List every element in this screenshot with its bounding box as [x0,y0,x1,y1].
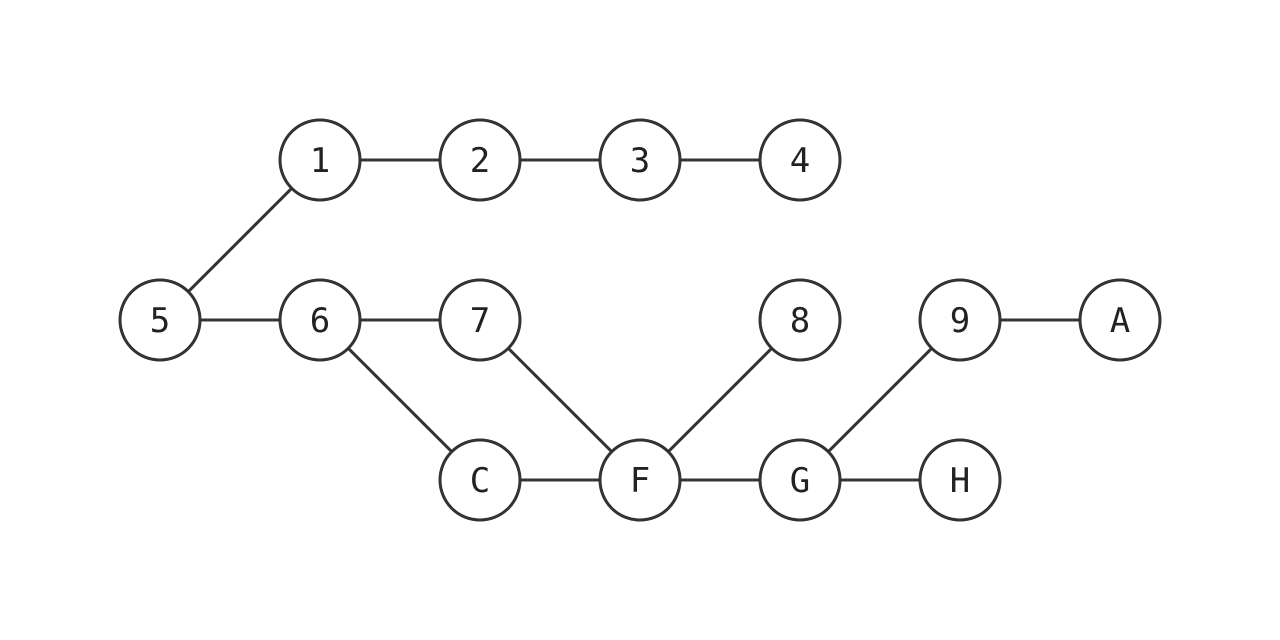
node-5: 5 [118,278,202,362]
edge-F-8 [667,347,773,453]
node-label: G [790,461,810,501]
node-3: 3 [598,118,682,202]
node-circle [278,118,362,202]
node-label: 4 [790,141,810,181]
node-label: A [1110,301,1130,341]
node-label: 9 [950,301,970,341]
node-G: G [758,438,842,522]
node-circle [918,438,1002,522]
node-circle [438,438,522,522]
node-circle [598,438,682,522]
node-1: 1 [278,118,362,202]
node-8: 8 [758,278,842,362]
node-circle [118,278,202,362]
node-7: 7 [438,278,522,362]
node-label: 6 [310,301,330,341]
node-circle [598,118,682,202]
edge-6-C [347,347,453,453]
node-circle [438,278,522,362]
node-circle [758,438,842,522]
edge-5-1 [187,187,293,293]
node-4: 4 [758,118,842,202]
node-F: F [598,438,682,522]
node-label: C [470,461,490,501]
node-label: 3 [630,141,650,181]
node-2: 2 [438,118,522,202]
node-9: 9 [918,278,1002,362]
node-label: F [630,461,650,501]
node-A: A [1078,278,1162,362]
node-C: C [438,438,522,522]
node-circle [438,118,522,202]
node-6: 6 [278,278,362,362]
node-circle [918,278,1002,362]
node-label: 5 [150,301,170,341]
edge-G-9 [827,347,933,453]
edge-7-F [507,347,613,453]
node-label: 7 [470,301,490,341]
node-circle [1078,278,1162,362]
node-label: H [950,461,970,501]
node-label: 1 [310,141,330,181]
node-circle [758,118,842,202]
node-label: 8 [790,301,810,341]
node-H: H [918,438,1002,522]
node-label: 2 [470,141,490,181]
nodes-layer: 1 2 3 4 5 6 7 8 9 A C F G H [118,118,1162,522]
node-circle [758,278,842,362]
edges-layer [187,158,1080,482]
node-circle [278,278,362,362]
